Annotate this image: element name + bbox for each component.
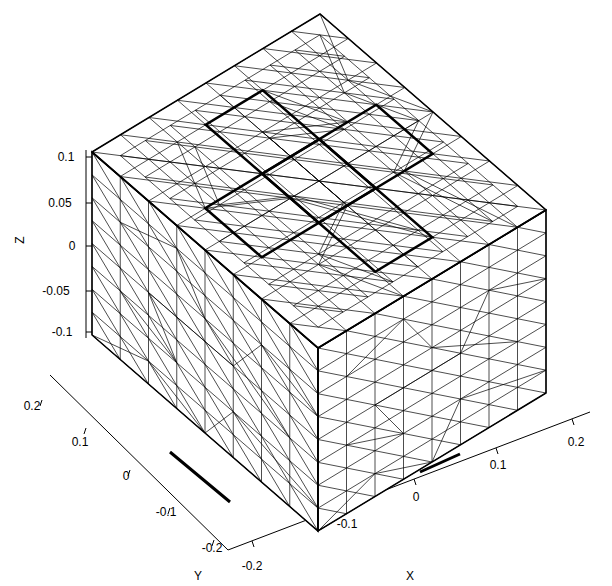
- x-tick: 0.1: [490, 459, 507, 471]
- z-tick: -0.05: [42, 285, 69, 297]
- z-tick: 0: [69, 240, 76, 252]
- y-tick: 0.1: [72, 436, 89, 448]
- x-tick: 0: [413, 491, 420, 503]
- y-tick: 0.2: [24, 400, 41, 412]
- z-tick: 0.05: [48, 197, 71, 209]
- y-tick: -0.2: [202, 542, 223, 554]
- x-tick: 0.2: [568, 436, 585, 448]
- y-tick: -0.1: [156, 506, 177, 518]
- z-tick: -0.1: [52, 326, 73, 338]
- y-tick: 0: [123, 470, 130, 482]
- x-tick: -0.1: [337, 518, 358, 530]
- box-mesh: [92, 14, 546, 531]
- axis-title: X: [406, 570, 414, 582]
- z-tick: 0.1: [58, 151, 75, 163]
- axis-title: Z: [14, 236, 26, 243]
- axis-title: Y: [194, 570, 202, 582]
- x-tick: -0.2: [242, 560, 263, 572]
